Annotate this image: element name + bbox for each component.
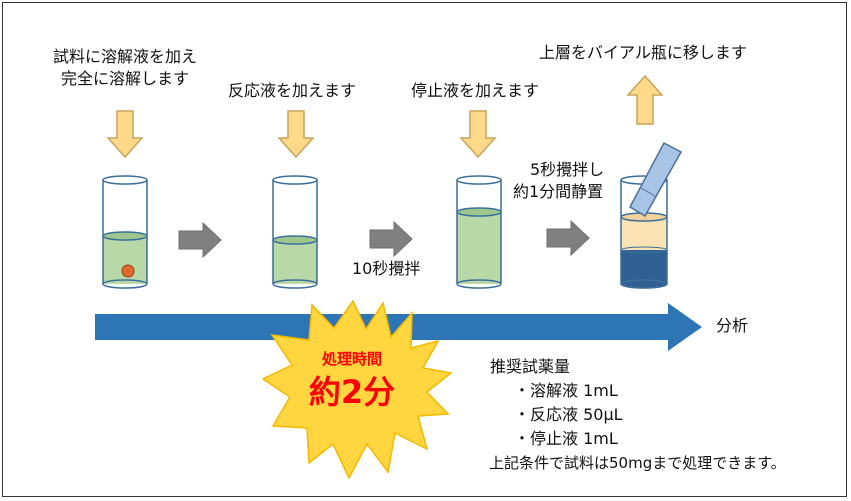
- pipette-icon: [629, 141, 683, 218]
- right-arrow-icon: [178, 221, 222, 259]
- down-arrow-icon: [459, 110, 497, 159]
- right-arrow-icon: [546, 219, 590, 257]
- mix-5-line2: 約1分間静置: [513, 182, 604, 201]
- right-arrow-icon: [369, 220, 413, 258]
- processing-time-burst: 処理時間 約2分: [261, 299, 453, 480]
- mix-5-line1: 5秒攪拌し: [530, 160, 605, 179]
- step-4-label: 上層をバイアル瓶に移します: [539, 43, 747, 62]
- mix-10-note: 10秒攪拌: [352, 259, 421, 278]
- sample-pellet: [121, 264, 135, 278]
- up-arrow-icon: [626, 74, 664, 125]
- analysis-label: 分析: [716, 316, 749, 335]
- reagent-item: ・溶解液 1mL: [514, 381, 618, 400]
- timeline-arrow: [95, 303, 702, 351]
- step-2-label: 反応液を加えます: [228, 81, 357, 100]
- badge-label: 処理時間: [321, 350, 382, 368]
- mix-5-note: 5秒攪拌し 約1分間静置: [513, 159, 605, 203]
- step-1-line2: 完全に溶解します: [60, 69, 189, 88]
- down-arrow-icon: [106, 110, 144, 159]
- step-1-label: 試料に溶解液を加え 完全に溶解します: [40, 46, 210, 90]
- recommended-title: 推奨試薬量: [490, 357, 571, 376]
- test-tube-3: [456, 175, 502, 289]
- capacity-note: 上記条件で試料は50mgまで処理できます。: [489, 454, 786, 472]
- step-3-label: 停止液を加えます: [411, 81, 540, 100]
- test-tube-1: [102, 175, 148, 289]
- reagent-item: ・反応液 50μL: [514, 405, 623, 424]
- badge-value: 約2分: [309, 373, 395, 411]
- reagent-item: ・停止液 1mL: [514, 429, 618, 448]
- step-1-line1: 試料に溶解液を加え: [52, 47, 197, 66]
- test-tube-2: [272, 175, 318, 289]
- down-arrow-icon: [277, 110, 315, 159]
